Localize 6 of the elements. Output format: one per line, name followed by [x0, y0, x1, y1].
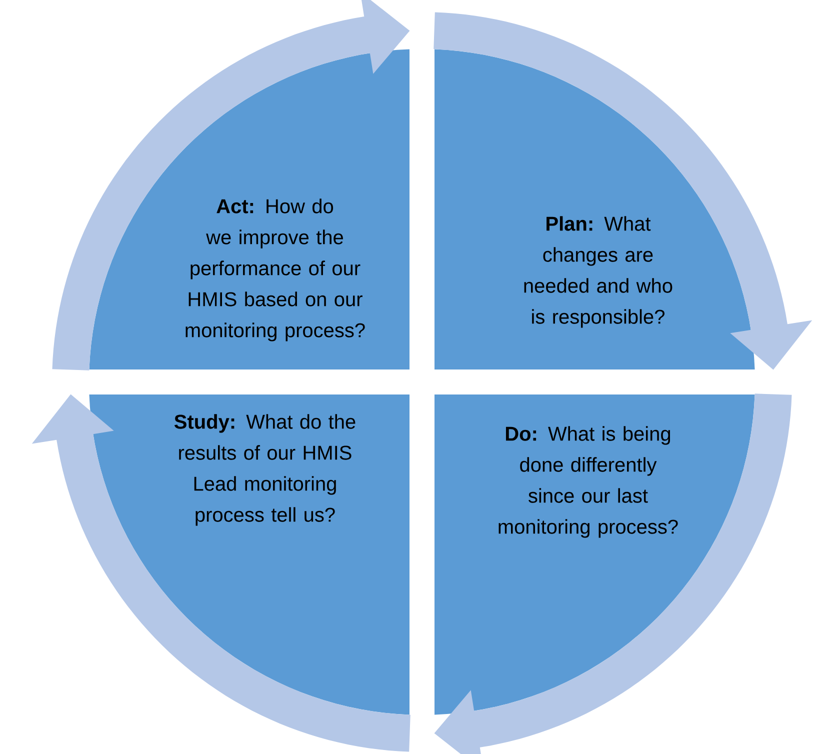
quadrant-sector: Do: What is being done differently since our last monitoring process?	[434, 394, 755, 715]
quadrant-sector: Study: What do the results of our HMIS Lead monitoring process tell us?	[89, 394, 410, 715]
quadrant-sector: Act: How do we improve the performance of our HMIS based on our monitoring process?	[89, 49, 410, 370]
curved-arrow	[52, 0, 410, 370]
quadrant-sector: Plan: What changes are needed and who is responsible?	[434, 49, 755, 370]
curved-arrow	[434, 394, 792, 754]
